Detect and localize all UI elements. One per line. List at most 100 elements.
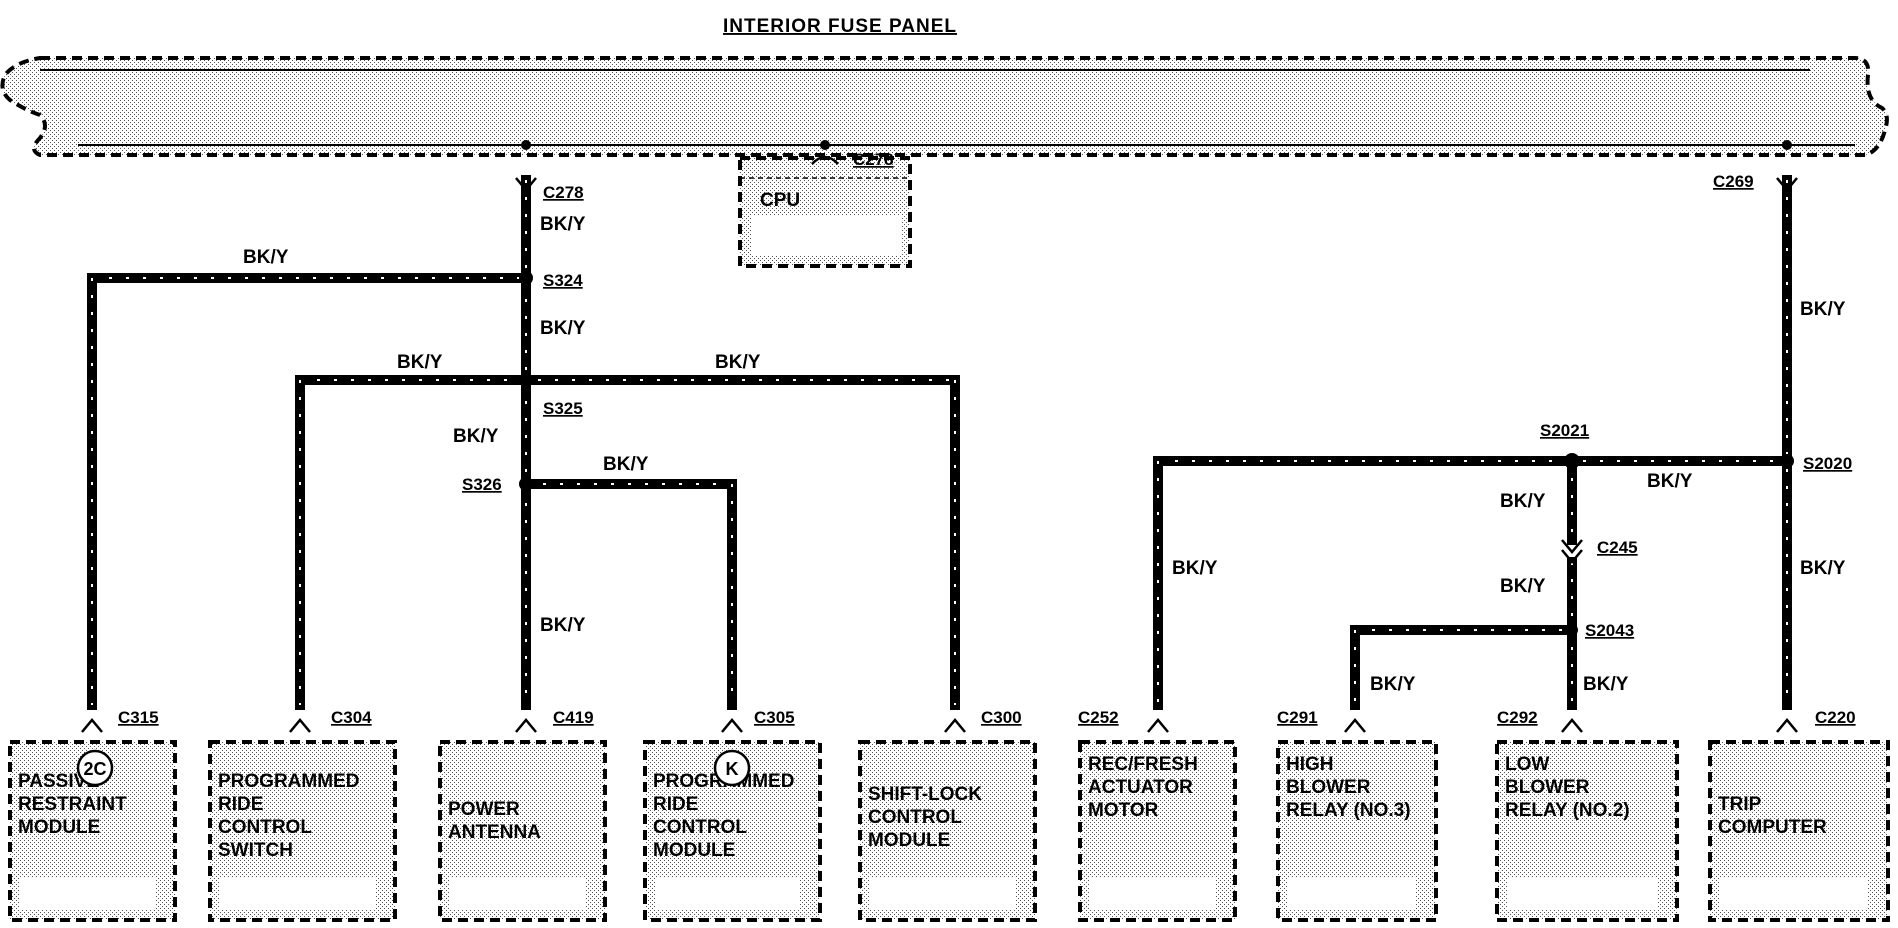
splice-label-s325: S325 bbox=[543, 399, 583, 418]
component-label-line: RIDE bbox=[653, 794, 698, 815]
wire-label: BK/Y bbox=[603, 454, 649, 475]
cpu-box: CPU bbox=[738, 155, 912, 268]
wire-label: BK/Y bbox=[453, 426, 499, 447]
component-label-line: PROGRAMMED bbox=[218, 771, 359, 792]
splice-points bbox=[519, 271, 1794, 636]
component-label-line: COMPUTER bbox=[1718, 817, 1827, 838]
component-boxes: PASSIVERESTRAINTMODULEPROGRAMMEDRIDECONT… bbox=[8, 740, 1890, 922]
splice-labels: S324 S325 S326 S2021 S2020 S2043 bbox=[462, 271, 1852, 640]
wire-label: BK/Y bbox=[1800, 299, 1846, 320]
component-label-line: MOTOR bbox=[1088, 800, 1159, 821]
splice-label-s2021: S2021 bbox=[1540, 421, 1589, 440]
component-label-line: CONTROL bbox=[653, 817, 747, 838]
connector-label-c252: C252 bbox=[1078, 708, 1119, 727]
splice-label-s2020: S2020 bbox=[1803, 454, 1852, 473]
component-label-line: BLOWER bbox=[1286, 777, 1371, 798]
badge-passive-restraint: 2C bbox=[76, 749, 114, 787]
badge-k-label: K bbox=[726, 759, 739, 779]
component-label-line: POWER bbox=[448, 799, 520, 820]
badge-2c-label: 2C bbox=[83, 759, 106, 779]
connector-label-c315: C315 bbox=[118, 708, 159, 727]
component-label-line: TRIP bbox=[1718, 794, 1762, 815]
splice-dot-s2020 bbox=[1780, 454, 1794, 468]
wire-label: BK/Y bbox=[540, 318, 586, 339]
component-label-line: MODULE bbox=[653, 840, 735, 861]
connector-chevron-c300 bbox=[944, 718, 966, 733]
wire-label: BK/Y bbox=[1370, 674, 1416, 695]
wire-label: BK/Y bbox=[715, 352, 761, 373]
connector-label-c269: C269 bbox=[1713, 172, 1754, 191]
connector-chevron-c278 bbox=[515, 177, 537, 192]
component-label-line: CONTROL bbox=[218, 817, 312, 838]
wire-label: BK/Y bbox=[1647, 471, 1693, 492]
wire-label: BK/Y bbox=[1500, 491, 1546, 512]
connector-chevron-c220 bbox=[1776, 718, 1798, 733]
connector-label-c300: C300 bbox=[981, 708, 1022, 727]
wire-label: BK/Y bbox=[1500, 576, 1546, 597]
interior-fuse-panel bbox=[0, 56, 1889, 157]
badge-programmed-ride-control-module: K bbox=[713, 749, 751, 787]
connector-label-c304: C304 bbox=[331, 708, 372, 727]
cpu-label: CPU bbox=[760, 190, 800, 211]
wire-label: BK/Y bbox=[397, 352, 443, 373]
connector-chevron-c252 bbox=[1147, 718, 1169, 733]
connector-chevron-c245 bbox=[1561, 539, 1583, 554]
component-label-line: ACTUATOR bbox=[1088, 777, 1193, 798]
connector-label-c305: C305 bbox=[754, 708, 795, 727]
component-label-line: RELAY (NO.3) bbox=[1286, 800, 1411, 821]
connector-label-c278: C278 bbox=[853, 150, 894, 169]
component-label-line: RELAY (NO.2) bbox=[1505, 800, 1630, 821]
component-label-line: SWITCH bbox=[218, 840, 293, 861]
component-label-line: LOW bbox=[1505, 754, 1549, 775]
connector-label-c419: C419 bbox=[553, 708, 594, 727]
connector-chevron-c291 bbox=[1344, 718, 1366, 733]
connector-label-c278: C278 bbox=[543, 183, 584, 202]
wire-labels: BK/Y BK/Y BK/Y BK/Y BK/Y BK/Y BK/Y BK/Y … bbox=[243, 214, 1846, 695]
wire-label: BK/Y bbox=[540, 214, 586, 235]
component-label-line: SHIFT-LOCK bbox=[868, 784, 982, 805]
splice-label-s324: S324 bbox=[543, 271, 583, 290]
connector-chevron-c419 bbox=[515, 718, 537, 733]
connector-label-c245: C245 bbox=[1597, 538, 1638, 557]
component-label-line: ANTENNA bbox=[448, 822, 541, 843]
splice-dot-s325 bbox=[519, 373, 533, 387]
connector-chevron-c304 bbox=[289, 718, 311, 733]
component-label-line: HIGH bbox=[1286, 754, 1334, 775]
splice-label-s2043: S2043 bbox=[1585, 621, 1634, 640]
component-label-line: REC/FRESH bbox=[1088, 754, 1198, 775]
connector-chevron-c269 bbox=[1776, 177, 1798, 192]
wire-label: BK/Y bbox=[1172, 558, 1218, 579]
connector-label-c292: C292 bbox=[1497, 708, 1538, 727]
connector-chevron-c305 bbox=[721, 718, 743, 733]
wire-label: BK/Y bbox=[1583, 674, 1629, 695]
component-label-line: CONTROL bbox=[868, 807, 962, 828]
wire-label: BK/Y bbox=[1800, 558, 1846, 579]
wires bbox=[87, 175, 1792, 710]
splice-dot-s324 bbox=[519, 271, 533, 285]
connector-chevron-c315 bbox=[81, 718, 103, 733]
wire-label: BK/Y bbox=[540, 615, 586, 636]
connector-chevron-c245 bbox=[1561, 549, 1583, 564]
component-label-line: RIDE bbox=[218, 794, 263, 815]
splice-dot-s326 bbox=[519, 477, 533, 491]
component-label-line: MODULE bbox=[18, 817, 100, 838]
connector-labels: C278 C278 C269 C315 C304 C419 C305 C300 … bbox=[118, 150, 1856, 727]
connector-label-c220: C220 bbox=[1815, 708, 1856, 727]
wire-label: BK/Y bbox=[243, 247, 289, 268]
splice-label-s326: S326 bbox=[462, 475, 502, 494]
connector-chevrons bbox=[81, 177, 1798, 733]
connector-chevron-c292 bbox=[1561, 718, 1583, 733]
diagram-title: INTERIOR FUSE PANEL bbox=[723, 16, 957, 37]
component-label-line: BLOWER bbox=[1505, 777, 1590, 798]
component-label-line: MODULE bbox=[868, 830, 950, 851]
splice-dot-s2021 bbox=[1564, 453, 1580, 469]
connector-label-c291: C291 bbox=[1277, 708, 1318, 727]
